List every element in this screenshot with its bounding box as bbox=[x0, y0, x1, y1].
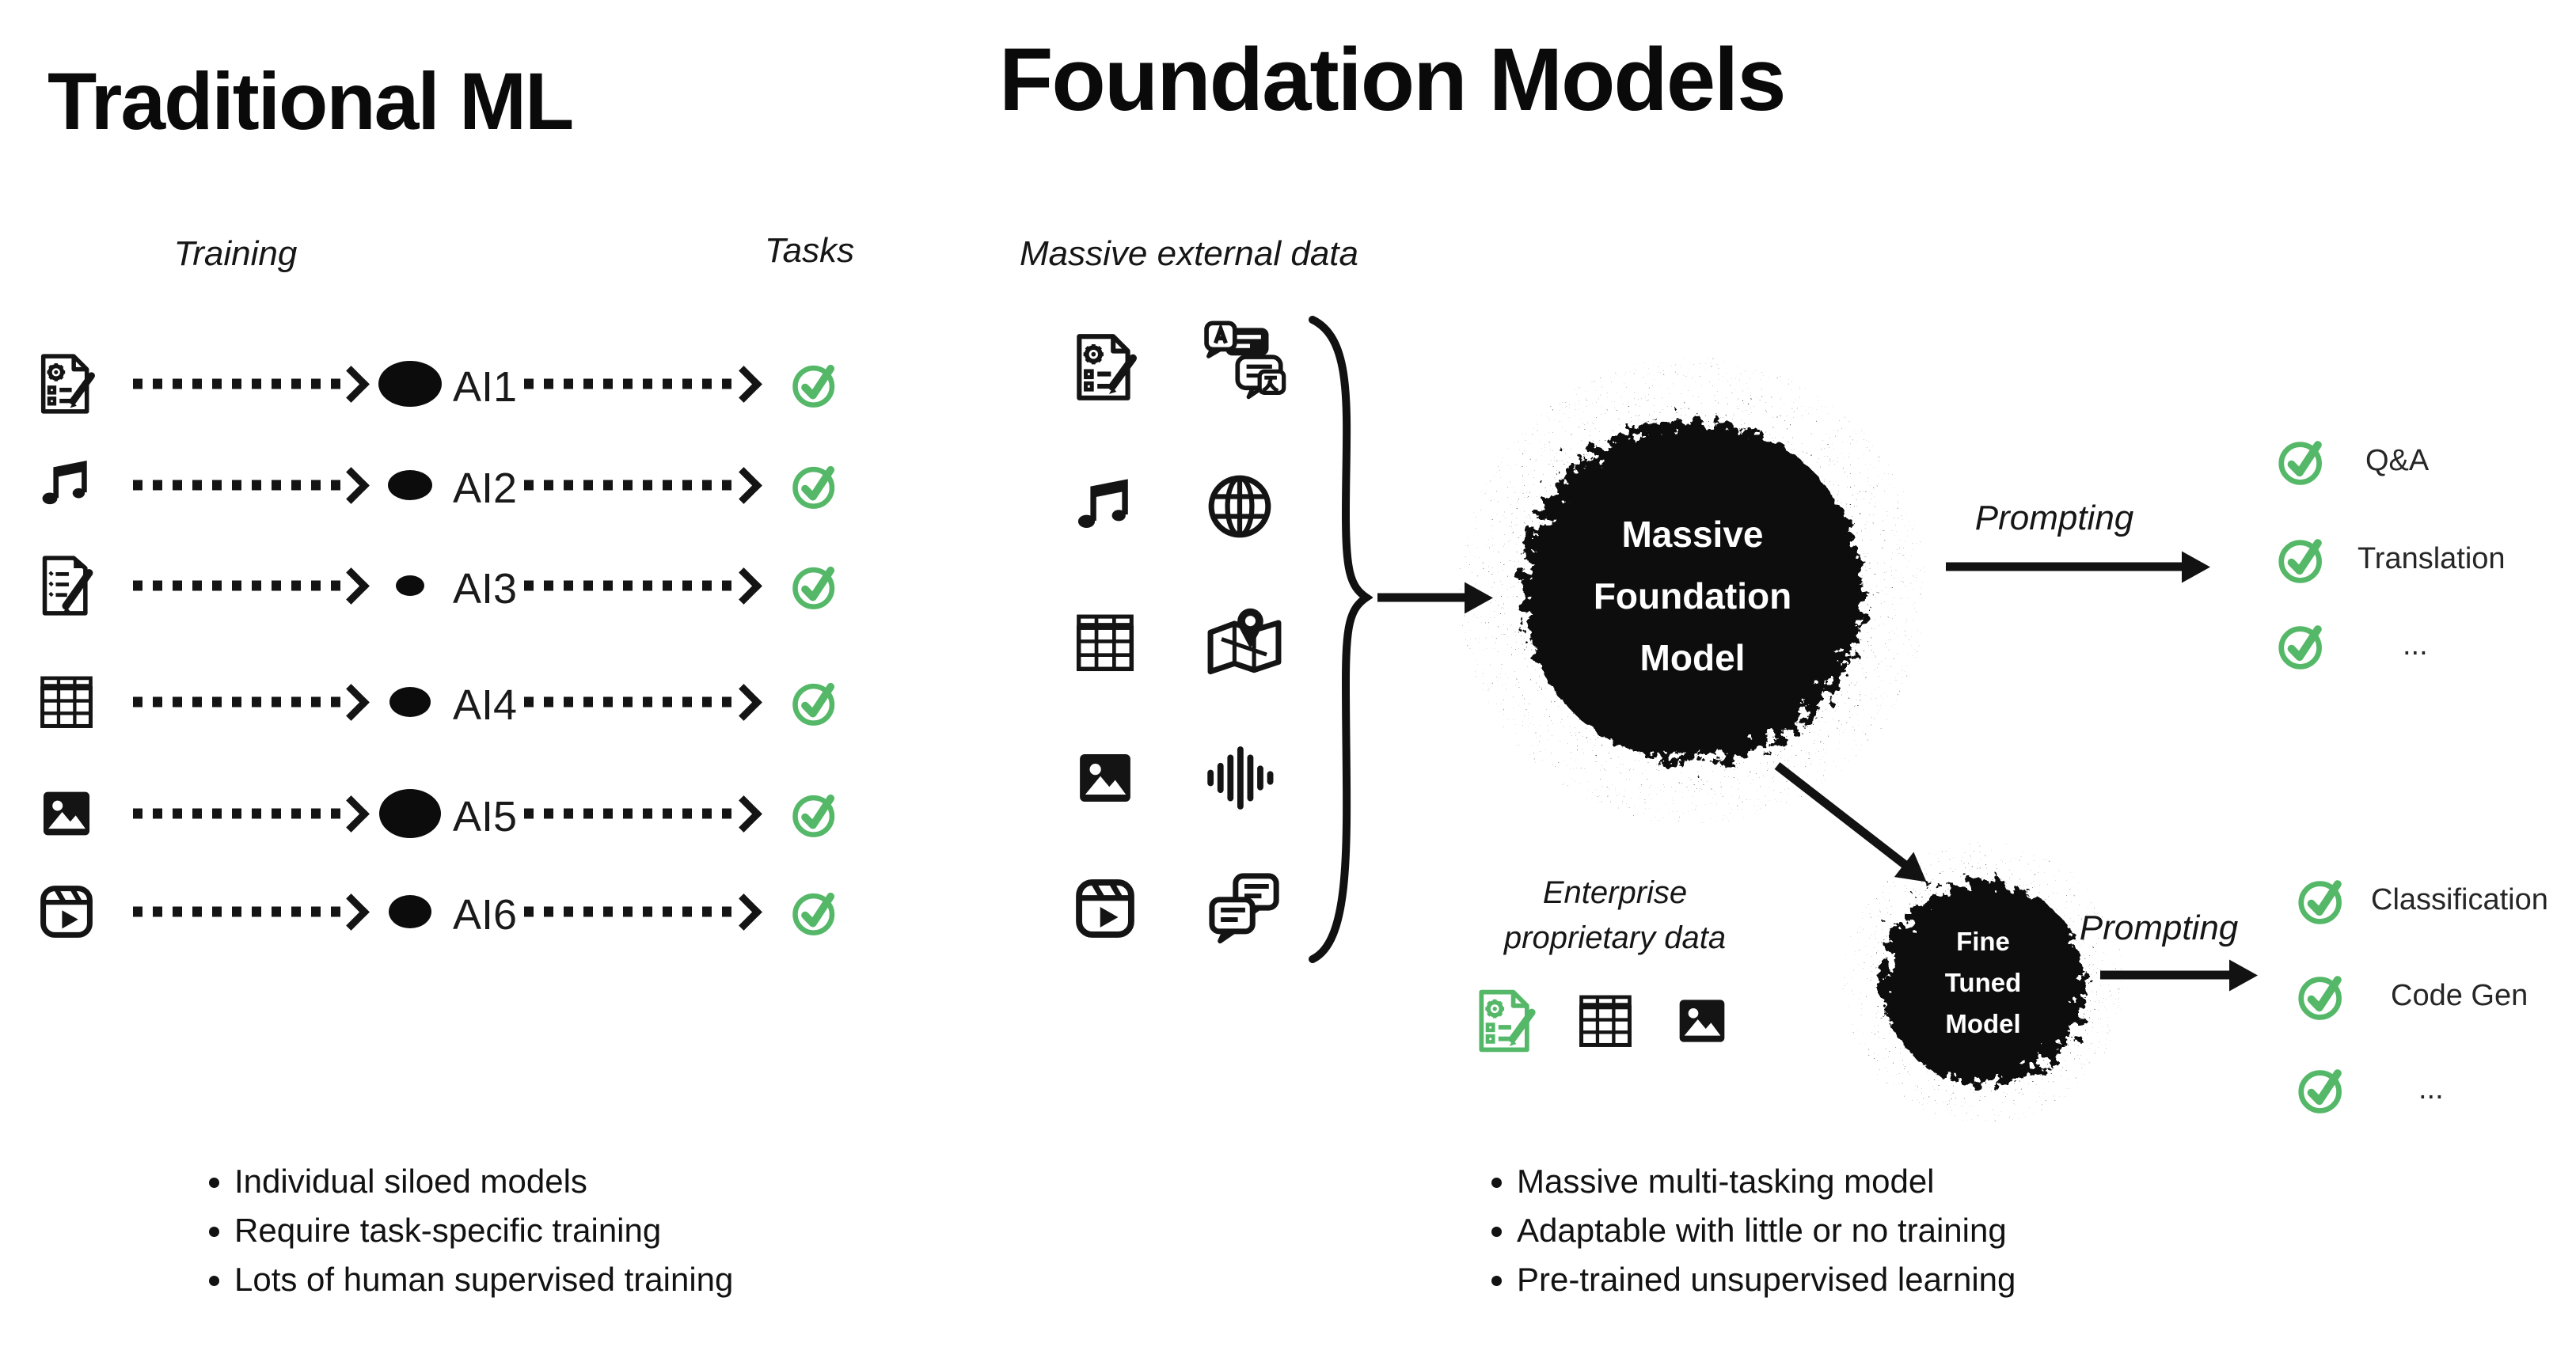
video-reels-icon bbox=[1068, 871, 1142, 946]
model-label: AI6 bbox=[453, 891, 518, 939]
arrow-into-foundation-model bbox=[1377, 593, 1466, 602]
bullet-item: Adaptable with little or no training bbox=[1517, 1206, 2016, 1255]
document-gear-icon bbox=[1066, 328, 1144, 406]
image-icon bbox=[34, 781, 99, 846]
dotted-arrow-icon bbox=[524, 808, 738, 819]
document-gear-icon bbox=[1469, 985, 1542, 1057]
model-label: AI5 bbox=[453, 793, 518, 840]
check-icon bbox=[2294, 872, 2350, 928]
fine-tuned-line: Fine bbox=[1956, 927, 2010, 956]
fine-tuned-model-circle bbox=[1842, 842, 2124, 1124]
dotted-arrow-icon bbox=[133, 580, 345, 591]
table-icon bbox=[1571, 987, 1639, 1055]
foundation-model-text: Massive Foundation Model bbox=[1546, 503, 1839, 689]
check-icon bbox=[2274, 531, 2330, 586]
fine-tuned-model-text: Fine Tuned Model bbox=[1864, 921, 2102, 1045]
music-note-icon bbox=[33, 452, 100, 518]
model-dot bbox=[389, 687, 431, 717]
model-label: AI2 bbox=[453, 465, 518, 512]
enterprise-proprietary-data-label: Enterprise proprietary data bbox=[1472, 871, 1757, 961]
foundation-models-title: Foundation Models bbox=[999, 30, 1787, 129]
prompting-top-label: Prompting bbox=[1974, 499, 2134, 537]
fine-tuned-line: Model bbox=[1945, 1009, 2021, 1038]
video-reels-icon bbox=[33, 878, 100, 945]
model-dot bbox=[389, 895, 431, 928]
dotted-arrow-icon bbox=[524, 480, 738, 491]
bullet-item: Lots of human supervised training bbox=[234, 1255, 733, 1304]
check-icon bbox=[2274, 617, 2330, 673]
globe-icon bbox=[1200, 467, 1279, 546]
foundation-bullet-list: Massive multi-tasking model Adaptable wi… bbox=[1480, 1157, 2016, 1304]
prompting-top-arrow bbox=[1946, 562, 2183, 571]
check-icon bbox=[788, 458, 842, 512]
bullet-item: Pre-trained unsupervised learning bbox=[1517, 1255, 2016, 1304]
training-label: Training bbox=[173, 234, 298, 273]
fine-tuned-task-label: Classification bbox=[2371, 883, 2548, 916]
foundation-model-circle bbox=[1459, 358, 1926, 825]
table-icon bbox=[32, 668, 101, 736]
model-dot bbox=[388, 470, 432, 500]
image-icon bbox=[1070, 742, 1141, 814]
model-dot bbox=[378, 361, 442, 407]
model-label: AI3 bbox=[453, 565, 518, 613]
prompt-task-label: ... bbox=[2403, 628, 2428, 662]
check-icon bbox=[788, 885, 842, 939]
fine-tuned-line: Tuned bbox=[1944, 968, 2022, 997]
document-gear-icon bbox=[32, 349, 101, 419]
dotted-arrow-icon bbox=[524, 378, 738, 389]
dotted-arrow-icon bbox=[524, 906, 738, 917]
tasks-label: Tasks bbox=[764, 231, 855, 270]
foundation-model-line: Model bbox=[1639, 637, 1746, 678]
prompt-task-label: Translation bbox=[2358, 542, 2506, 575]
check-icon bbox=[788, 357, 842, 411]
dotted-arrow-icon bbox=[133, 808, 345, 819]
dotted-arrow-icon bbox=[133, 696, 345, 708]
dotted-arrow-icon bbox=[524, 580, 738, 591]
check-icon bbox=[2274, 433, 2330, 488]
prompting-bottom-arrow bbox=[2100, 970, 2231, 980]
curly-brace bbox=[1309, 316, 1373, 963]
chat-bubbles-icon bbox=[1200, 864, 1289, 953]
traditional-ml-title: Traditional ML bbox=[47, 56, 574, 146]
table-icon bbox=[1068, 605, 1142, 680]
dotted-arrow-icon bbox=[133, 906, 345, 917]
foundation-model-line: Foundation bbox=[1593, 575, 1792, 617]
model-label: AI4 bbox=[453, 681, 518, 729]
check-icon bbox=[2294, 968, 2350, 1023]
massive-external-data-label: Massive external data bbox=[1020, 234, 1358, 273]
check-icon bbox=[788, 559, 842, 613]
foundation-model-line: Massive bbox=[1621, 514, 1764, 555]
model-label: AI1 bbox=[453, 363, 518, 411]
fine-tuned-task-label: ... bbox=[2418, 1072, 2444, 1106]
check-icon bbox=[788, 675, 842, 729]
audio-waveform-icon bbox=[1199, 737, 1281, 819]
dotted-arrow-icon bbox=[133, 480, 345, 491]
map-pin-icon bbox=[1200, 601, 1289, 689]
dotted-arrow-icon bbox=[133, 378, 345, 389]
dotted-arrow-icon bbox=[524, 696, 738, 708]
image-icon bbox=[1670, 989, 1734, 1053]
bullet-item: Individual siloed models bbox=[234, 1157, 733, 1206]
check-icon bbox=[788, 787, 842, 840]
prompting-bottom-label: Prompting bbox=[2079, 909, 2239, 947]
checklist-pencil-icon bbox=[32, 551, 101, 620]
prompt-task-label: Q&A bbox=[2365, 444, 2430, 477]
check-icon bbox=[2294, 1061, 2350, 1117]
model-dot bbox=[379, 789, 441, 838]
music-note-icon bbox=[1068, 469, 1142, 544]
enterprise-label-line: Enterprise bbox=[1542, 875, 1688, 910]
fine-tuned-task-label: Code Gen bbox=[2391, 979, 2529, 1012]
translation-icon bbox=[1196, 314, 1293, 411]
bullet-item: Require task-specific training bbox=[234, 1206, 733, 1255]
model-dot bbox=[396, 575, 424, 596]
traditional-bullet-list: Individual siloed models Require task-sp… bbox=[198, 1157, 733, 1304]
enterprise-label-line: proprietary data bbox=[1503, 920, 1727, 955]
bullet-item: Massive multi-tasking model bbox=[1517, 1157, 2016, 1206]
